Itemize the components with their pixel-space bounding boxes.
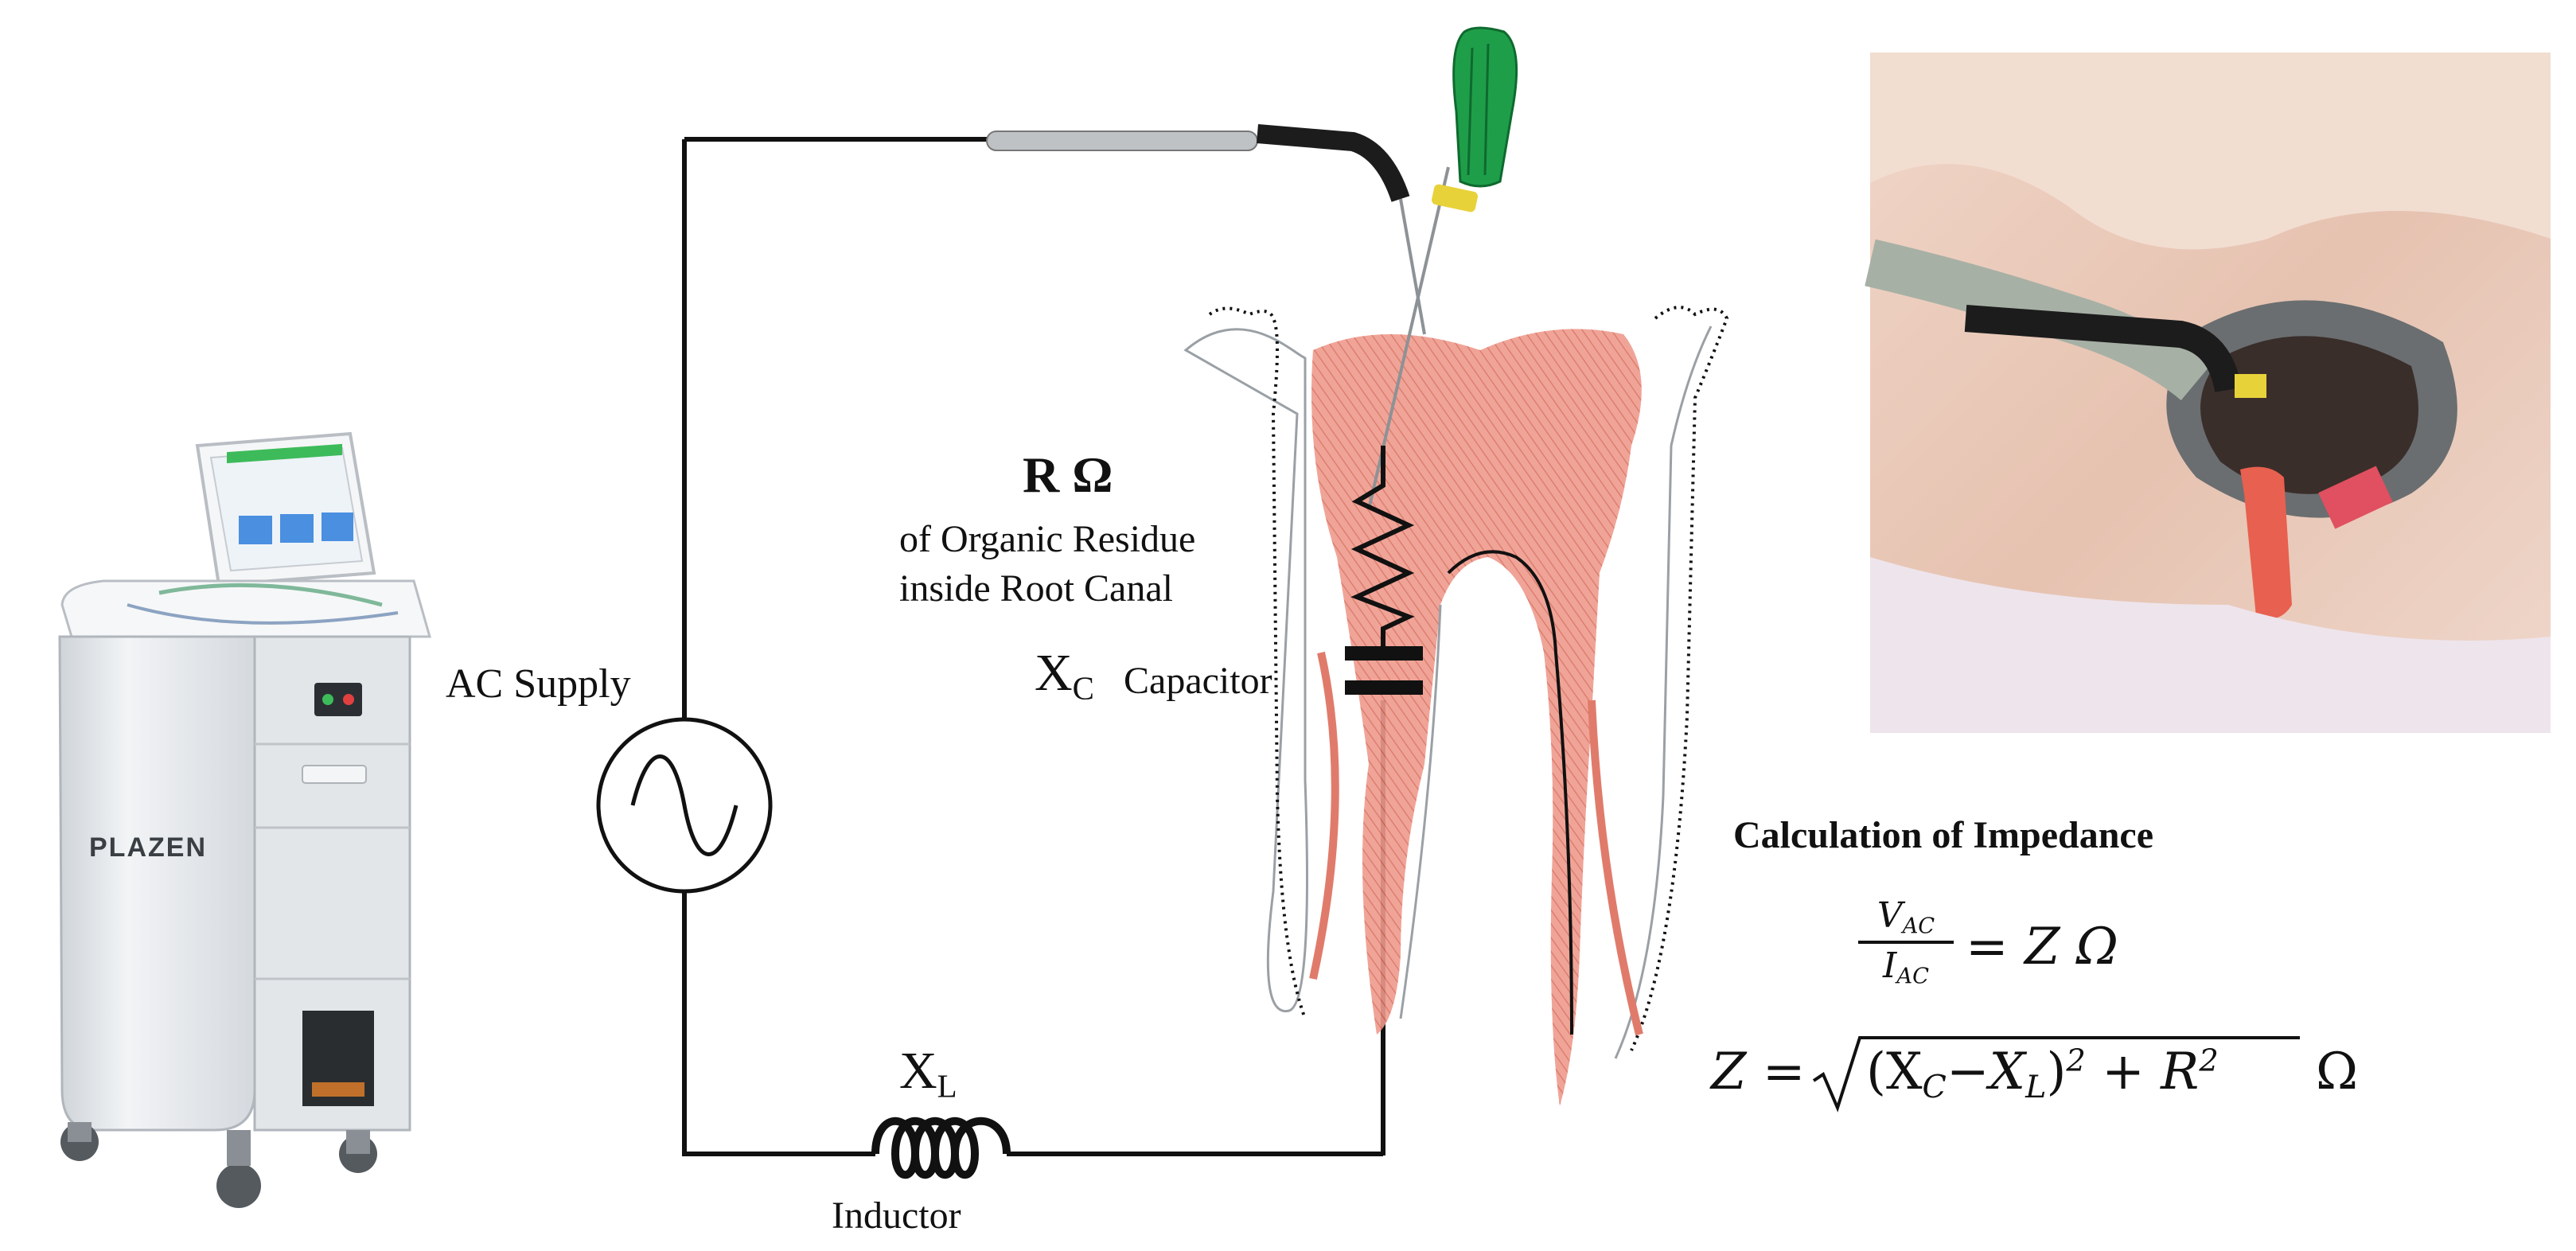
inductor-label: Inductor [832, 1194, 961, 1237]
formula-unit: Ω [2316, 1042, 2358, 1101]
resistance-description-line1: of Organic Residue [899, 517, 1195, 561]
capacitive-reactance-label: XC [1035, 643, 1094, 707]
device-top-tray [62, 581, 430, 637]
clinical-photo [1870, 53, 2551, 733]
impedance-formula: Z = (XC−XL)2 + R2 Ω [1711, 1035, 2507, 1114]
ratio-rhs: = Z Ω [1966, 918, 2118, 976]
ac-supply-label: AC Supply [446, 661, 631, 707]
device-wheel [216, 1163, 261, 1208]
dental-device [60, 434, 430, 1208]
device-body [60, 637, 255, 1130]
device-control-panel [314, 683, 362, 716]
device-brand-label: PLAZEN [89, 832, 207, 863]
ratio-fraction: VAC IAC [1858, 895, 1954, 988]
lip-hook-probe [987, 131, 1424, 334]
impedance-calculation-title: Calculation of Impedance [1733, 813, 2153, 857]
circuit-wires [684, 139, 1383, 1156]
tooth-illustration [1186, 307, 1727, 1106]
capacitor-label: Capacitor [1124, 659, 1272, 703]
resistance-symbol-label: R Ω [1023, 446, 1113, 505]
formula-radicand: (XC−XL)2 + R2 [1866, 1042, 2219, 1105]
inductor-coil [875, 1121, 1007, 1175]
device-touchscreen [197, 434, 374, 585]
ac-source-symbol [598, 719, 770, 891]
formula-lhs: Z = [1711, 1042, 1805, 1101]
resistance-description-line2: inside Root Canal [899, 567, 1173, 610]
inductive-reactance-label: XL [899, 1041, 957, 1105]
